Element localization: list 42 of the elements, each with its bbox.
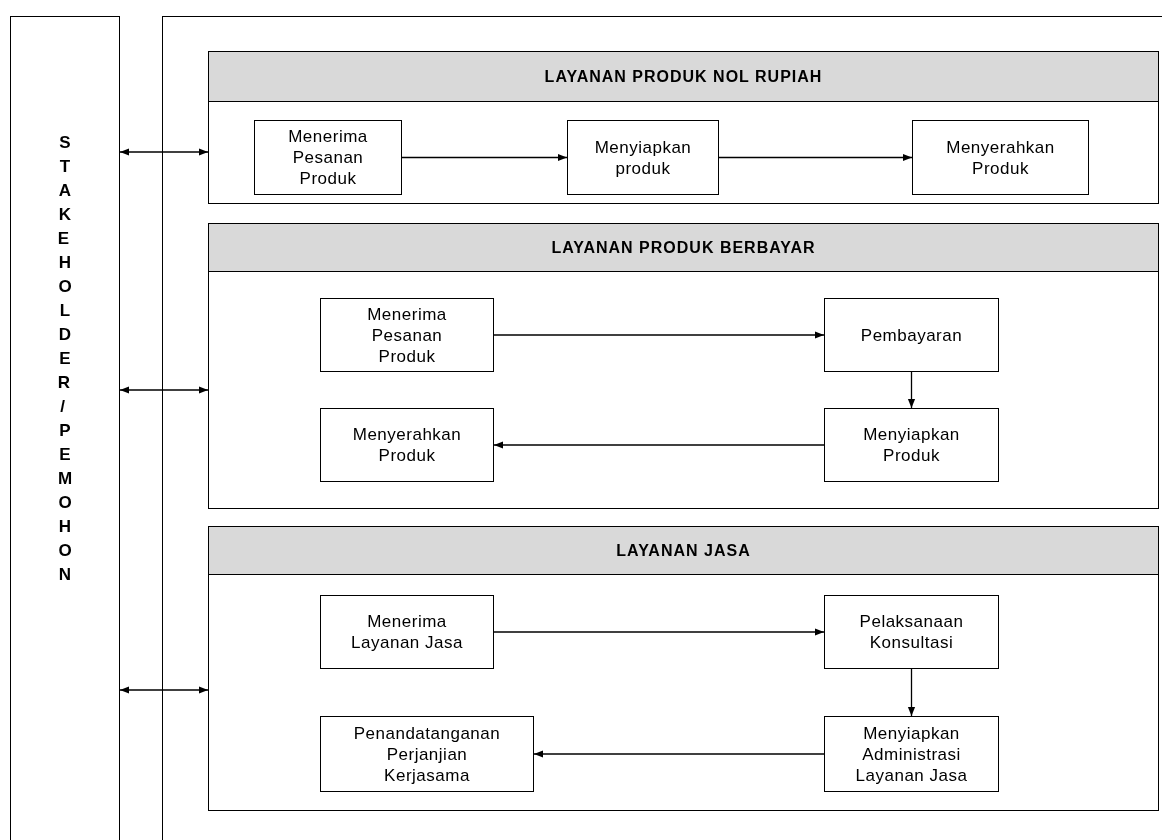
arrow: [493, 441, 825, 449]
process-label: Menerima Layanan Jasa: [350, 611, 464, 653]
process-box: [567, 120, 719, 195]
process-label: Menerima Pesanan Produk: [287, 126, 369, 189]
process-label: Menyiapkan produk: [593, 136, 693, 179]
arrow: [907, 668, 916, 717]
process-box: [320, 716, 534, 792]
process-label: Menyiapkan Produk: [862, 424, 961, 466]
process-label: Penandatanganan Perjanjian Kerjasama: [352, 722, 502, 786]
process-box: [320, 408, 494, 482]
arrow: [493, 331, 825, 339]
section-title: LAYANAN JASA: [616, 541, 751, 560]
process-box: [912, 120, 1089, 195]
arrow: [401, 153, 568, 162]
process-box: [824, 408, 999, 482]
process-box: [320, 595, 494, 669]
frame-box: [162, 16, 1162, 840]
process-box: [254, 120, 402, 195]
arrow: [718, 153, 913, 162]
process-label: Menerima Pesanan Produk: [366, 303, 448, 367]
process-box: [824, 298, 999, 372]
service-section: [208, 526, 1159, 811]
section-title: LAYANAN PRODUK BERBAYAR: [551, 238, 816, 257]
arrow: [907, 371, 916, 409]
process-label: Pelaksanaan Konsultasi: [858, 611, 965, 653]
arrow: [119, 386, 209, 394]
process-box: [824, 716, 999, 792]
stakeholder-column: [10, 16, 120, 840]
arrow: [119, 148, 209, 156]
arrow: [533, 750, 825, 758]
section-title: LAYANAN PRODUK NOL RUPIAH: [544, 67, 823, 86]
process-label: Menyerahkan Produk: [351, 424, 463, 466]
process-box: [320, 298, 494, 372]
process-box: [824, 595, 999, 669]
arrow: [493, 628, 825, 636]
process-label: Menyerahkan Produk: [945, 136, 1056, 179]
service-section: [208, 51, 1159, 204]
process-label: Menyiapkan Administrasi Layanan Jasa: [854, 722, 969, 786]
service-section: [208, 223, 1159, 509]
process-label: Pembayaran: [860, 324, 963, 346]
arrow: [119, 686, 209, 694]
vertical-label: STAKE HOLDER / PEMOHON: [57, 132, 73, 586]
